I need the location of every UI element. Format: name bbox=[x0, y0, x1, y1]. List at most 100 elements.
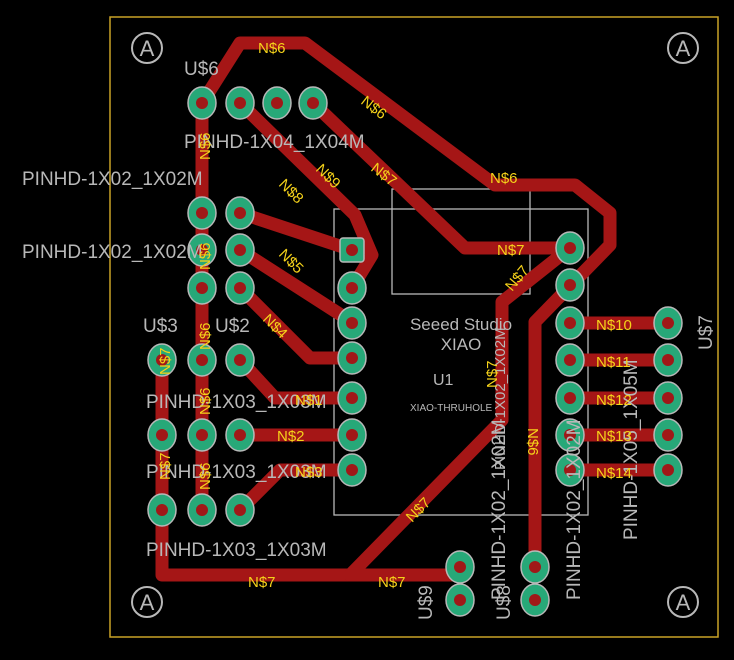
pad-u6[interactable] bbox=[298, 86, 328, 120]
pad-u3[interactable] bbox=[147, 418, 177, 452]
pad-drill bbox=[346, 392, 358, 404]
mount-hole-br[interactable]: A bbox=[667, 586, 699, 618]
trace-n5 bbox=[233, 243, 359, 329]
pad-drill bbox=[346, 244, 358, 256]
pad-drill bbox=[564, 279, 576, 291]
mount-hole-tl[interactable]: A bbox=[131, 32, 163, 64]
pad-drill bbox=[346, 282, 358, 294]
pad-drill bbox=[196, 207, 208, 219]
mount-hole-label: A bbox=[676, 36, 691, 61]
pad-u2[interactable] bbox=[225, 343, 255, 377]
net-label-n1: N$1 bbox=[295, 392, 323, 409]
net-label-n7-i: N$7 bbox=[157, 452, 174, 480]
mount-hole-bl[interactable]: A bbox=[131, 586, 163, 618]
net-label-n12: N$12 bbox=[596, 392, 632, 409]
net-label-n7-g: N$7 bbox=[378, 574, 406, 591]
u8-ref: U$8 bbox=[494, 585, 515, 620]
module-brand: Seeed Studio bbox=[410, 315, 512, 334]
trace-n9 bbox=[233, 96, 379, 295]
pad-left-header[interactable] bbox=[225, 271, 255, 305]
label-1x02-mid: PINHD-1X02_1X02M bbox=[489, 419, 510, 600]
pad-xiao-left[interactable] bbox=[337, 453, 367, 487]
pad-xiao-right[interactable] bbox=[555, 343, 585, 377]
pad-drill bbox=[196, 354, 208, 366]
pad-drill bbox=[271, 97, 283, 109]
pad-bottom-header[interactable] bbox=[445, 550, 475, 584]
net-label-n11: N$11 bbox=[596, 354, 631, 371]
pad-xiao-left[interactable] bbox=[337, 341, 367, 375]
pad-xiao-left[interactable] bbox=[339, 237, 365, 263]
pad-xiao-right[interactable] bbox=[555, 231, 585, 265]
pad-left-header[interactable] bbox=[187, 271, 217, 305]
pad-drill bbox=[564, 392, 576, 404]
u7-ref: U$7 bbox=[696, 315, 717, 350]
pad-xiao-right[interactable] bbox=[555, 453, 585, 487]
pad-left-header[interactable] bbox=[225, 196, 255, 230]
trace-n4 bbox=[233, 281, 359, 365]
pad-drill bbox=[564, 429, 576, 441]
net-label-n8: N$8 bbox=[275, 176, 306, 207]
pad-xiao-right[interactable] bbox=[555, 268, 585, 302]
pad-left-header[interactable] bbox=[187, 233, 217, 267]
pad-u2[interactable] bbox=[225, 418, 255, 452]
pad-xiao-left[interactable] bbox=[337, 271, 367, 305]
u6-value: PINHD-1X04_1X04M bbox=[184, 132, 365, 153]
pad-drill bbox=[454, 561, 466, 573]
pad-xiao-right[interactable] bbox=[555, 418, 585, 452]
pad-drill bbox=[529, 561, 541, 573]
pad-u7[interactable] bbox=[653, 306, 683, 340]
pad-u7[interactable] bbox=[653, 381, 683, 415]
mounting-hole-icon bbox=[667, 32, 699, 64]
pad-drill bbox=[662, 429, 674, 441]
module-model: XIAO bbox=[441, 335, 482, 354]
u2-ref: U$2 bbox=[215, 316, 250, 337]
pad-xiao-left[interactable] bbox=[337, 306, 367, 340]
pad-u3[interactable] bbox=[187, 418, 217, 452]
net-label-n6-top: N$6 bbox=[258, 40, 286, 57]
pad-u3[interactable] bbox=[147, 493, 177, 527]
pad-drill bbox=[307, 97, 319, 109]
module-package: XIAO-THRUHOLE bbox=[410, 403, 493, 414]
net-label-n7-b: N$7 bbox=[497, 242, 525, 259]
pad-bottom-header[interactable] bbox=[445, 583, 475, 617]
pad-drill bbox=[196, 429, 208, 441]
pad-u7[interactable] bbox=[653, 418, 683, 452]
net-label-n6-left1: N$6 bbox=[197, 132, 214, 160]
label-1x02-right: PINHD-1X02_1X02M bbox=[564, 419, 585, 600]
pad-drill bbox=[564, 464, 576, 476]
net-label-n6-vert: N$6 bbox=[524, 428, 541, 456]
pad-drill bbox=[346, 429, 358, 441]
pad-xiao-right[interactable] bbox=[555, 381, 585, 415]
pad-u7[interactable] bbox=[653, 453, 683, 487]
pad-layer bbox=[147, 86, 683, 617]
mount-hole-tr[interactable]: A bbox=[667, 32, 699, 64]
trace-n8 bbox=[233, 206, 359, 257]
pad-bottom-header[interactable] bbox=[520, 550, 550, 584]
label-1x03-a: PINHD-1X03_1X03M bbox=[146, 392, 327, 413]
pad-u2[interactable] bbox=[225, 493, 255, 527]
pad-xiao-left[interactable] bbox=[337, 381, 367, 415]
label-1x02-a: PINHD-1X02_1X02M bbox=[22, 169, 203, 190]
pad-u3[interactable] bbox=[187, 493, 217, 527]
pad-xiao-left[interactable] bbox=[337, 418, 367, 452]
pad-drill bbox=[454, 594, 466, 606]
pad-xiao-right[interactable] bbox=[555, 306, 585, 340]
pad-drill bbox=[662, 354, 674, 366]
pad-u3[interactable] bbox=[147, 343, 177, 377]
pad-u6[interactable] bbox=[262, 86, 292, 120]
pad-left-header[interactable] bbox=[225, 233, 255, 267]
label-1x05: PINHD-1X05_1X05M bbox=[621, 359, 642, 540]
pad-left-header[interactable] bbox=[187, 196, 217, 230]
label-1x02-b: PINHD-1X02_1X02M bbox=[22, 242, 203, 263]
mount-hole-label: A bbox=[676, 590, 691, 615]
net-label-n7-c: N$7 bbox=[502, 263, 533, 295]
label-1x03-c: PINHD-1X03_1X03M bbox=[146, 540, 327, 561]
pad-u3[interactable] bbox=[187, 343, 217, 377]
pad-bottom-header[interactable] bbox=[520, 583, 550, 617]
pad-u7[interactable] bbox=[653, 343, 683, 377]
trace-n7-diag bbox=[155, 241, 577, 582]
mounting-hole-icon bbox=[131, 586, 163, 618]
pad-u6[interactable] bbox=[187, 86, 217, 120]
pad-u6[interactable] bbox=[225, 86, 255, 120]
